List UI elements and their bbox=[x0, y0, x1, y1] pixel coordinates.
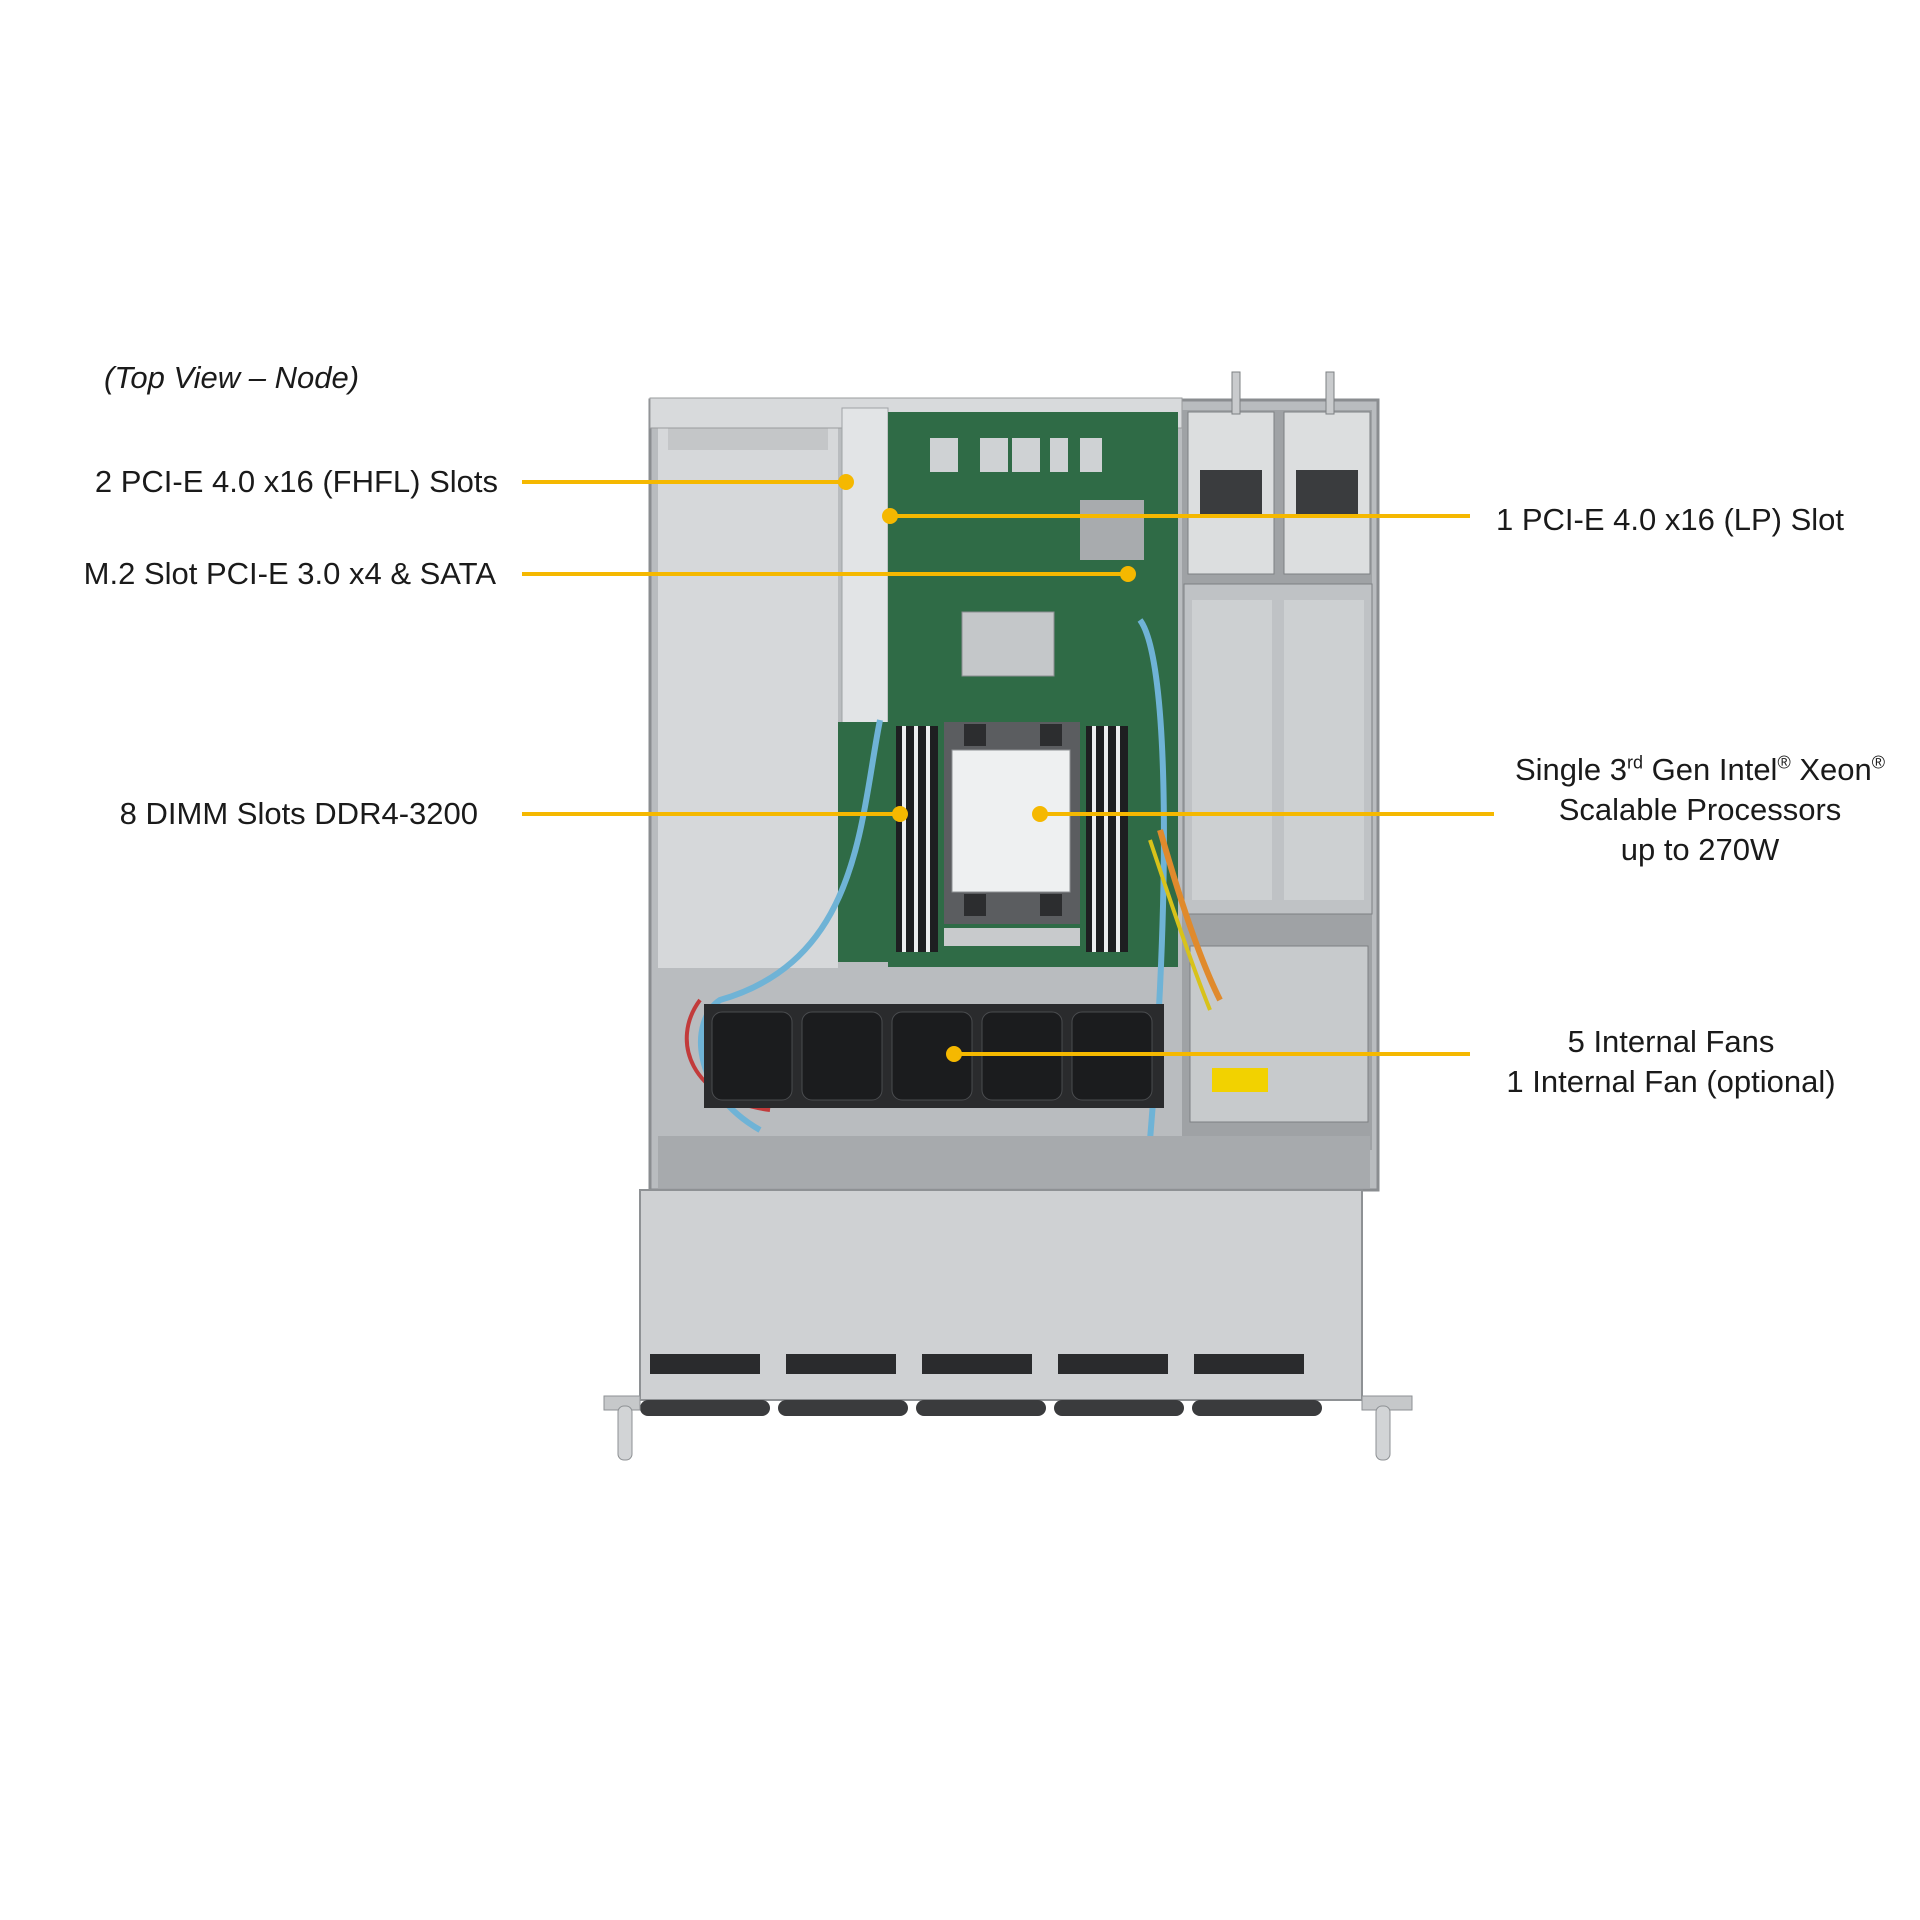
power-supplies bbox=[1183, 371, 1373, 1123]
label-fans-line2: 1 Internal Fan (optional) bbox=[1506, 1064, 1836, 1099]
label-m2-slot: M.2 Slot PCI-E 3.0 x4 & SATA bbox=[83, 556, 496, 591]
label-fans: 5 Internal Fans 1 Internal Fan (optional… bbox=[1466, 1022, 1876, 1102]
fan-wall bbox=[704, 1004, 1164, 1108]
label-fans-line1: 5 Internal Fans bbox=[1567, 1024, 1775, 1059]
riser-card bbox=[841, 407, 889, 729]
label-cpu-line2: Scalable Processors bbox=[1558, 792, 1842, 827]
label-cpu-line3: up to 270W bbox=[1620, 832, 1780, 867]
motherboard bbox=[838, 412, 1178, 967]
label-cpu: Single 3rd Gen Intel® Xeon® Scalable Pro… bbox=[1490, 750, 1910, 870]
label-lp-slot: 1 PCI-E 4.0 x16 (LP) Slot bbox=[1496, 502, 1845, 537]
callout-lines bbox=[522, 474, 1494, 1062]
view-caption: (Top View – Node) bbox=[104, 360, 360, 395]
label-fhfl-slots: 2 PCI-E 4.0 x16 (FHFL) Slots bbox=[94, 464, 498, 499]
label-dimm-slots: 8 DIMM Slots DDR4-3200 bbox=[119, 796, 478, 831]
label-cpu-line1: Single 3rd Gen Intel® Xeon® bbox=[1514, 752, 1885, 787]
front-drive-bay bbox=[603, 1136, 1413, 1461]
